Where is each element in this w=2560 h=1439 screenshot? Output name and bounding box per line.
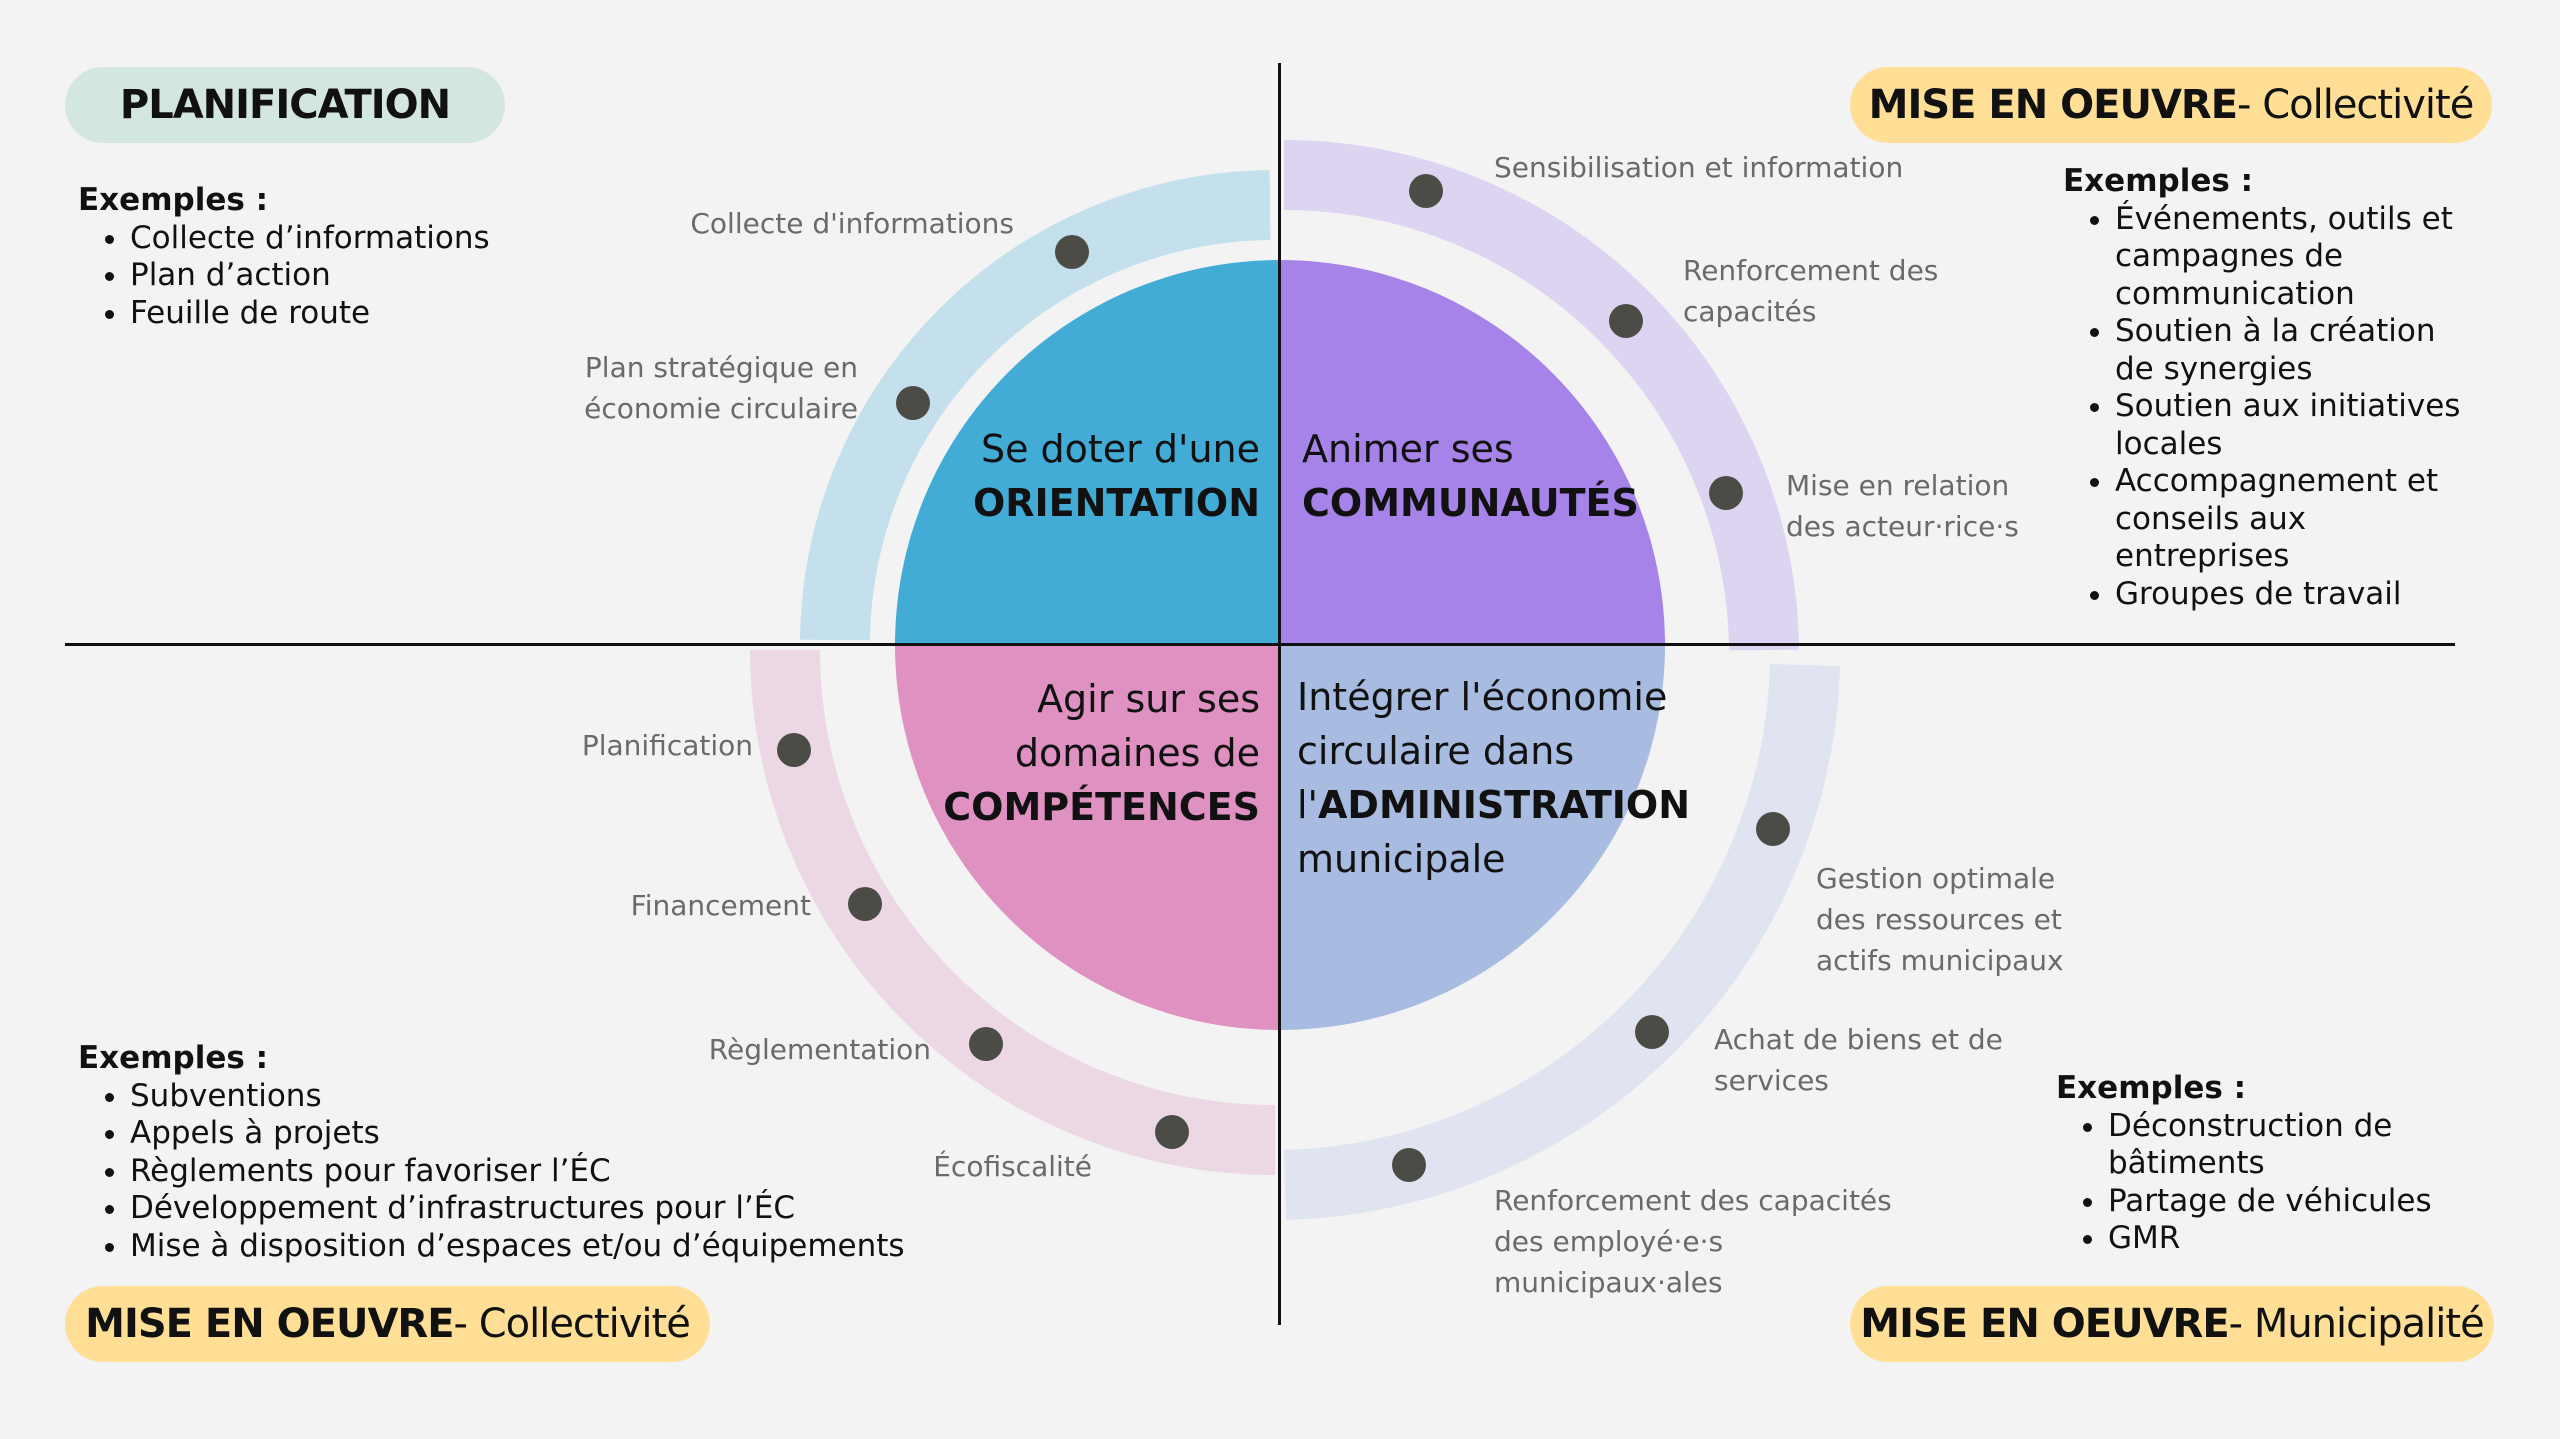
vertical-axis: [1278, 63, 1281, 1325]
horizontal-axis: [65, 643, 2455, 646]
example-item: Feuille de route: [130, 295, 558, 333]
ring-label-renforcement-employes-1: Renforcement des capacités: [1494, 1184, 1892, 1217]
dot-achat: [1635, 1015, 1669, 1049]
center-bold: COMMUNAUTÉS: [1302, 481, 1639, 525]
center-text-communautes: Animer ses COMMUNAUTÉS: [1302, 422, 1639, 530]
ring-label-renforcement-employes-3: municipaux·ales: [1494, 1266, 1723, 1299]
center-text-competences: Agir sur ses domaines de COMPÉTENCES: [943, 672, 1260, 834]
examples-title: Exemples :: [2056, 1070, 2246, 1106]
dot-ecofiscalite: [1155, 1115, 1189, 1149]
dot-plan-strategique: [896, 386, 930, 420]
ring-label-ecofiscalite: Écofiscalité: [933, 1150, 1092, 1183]
example-item: Déconstruction de bâtiments: [2108, 1108, 2476, 1183]
example-item: Événements, outils et campagnes de commu…: [2115, 201, 2483, 314]
example-item: GMR: [2108, 1220, 2476, 1258]
example-item: Subventions: [130, 1078, 978, 1116]
ring-label-mise-en-relation-1: Mise en relation: [1786, 469, 2010, 502]
ring-label-renforcement-employes-2: des employé·e·s: [1494, 1225, 1724, 1258]
center-text-administration: Intégrer l'économie circulaire dans l'AD…: [1297, 670, 1690, 886]
center-line: Agir sur ses: [1037, 677, 1260, 721]
pill-bold: MISE EN OEUVRE: [1860, 1301, 2229, 1347]
quadrant-orientation: [895, 260, 1280, 645]
ring-label-plan-strategique-2: économie circulaire: [584, 392, 858, 425]
pill-bold: PLANIFICATION: [119, 82, 451, 128]
dot-gestion: [1756, 812, 1790, 846]
ring-label-gestion-2: des ressources et: [1816, 903, 2062, 936]
ring-label-collecte: Collecte d'informations: [690, 207, 1014, 240]
example-item: Partage de véhicules: [2108, 1183, 2476, 1221]
pill-mise-en-oeuvre-collectivite-top: MISE EN OEUVRE - Collectivité: [1850, 67, 2492, 143]
examples-title: Exemples :: [78, 182, 268, 218]
examples-planification: Exemples : Collecte d’informations Plan …: [78, 182, 558, 332]
center-bold: ORIENTATION: [972, 481, 1260, 525]
examples-competences: Exemples : Subventions Appels à projets …: [78, 1040, 978, 1265]
center-line: Intégrer l'économie: [1297, 675, 1668, 719]
example-item: Plan d’action: [130, 257, 558, 295]
ring-label-achat-2: services: [1714, 1064, 1829, 1097]
dot-sensibilisation: [1409, 174, 1443, 208]
pill-bold: MISE EN OEUVRE: [85, 1301, 454, 1347]
center-text-orientation: Se doter d'une ORIENTATION: [973, 422, 1260, 530]
examples-administration: Exemples : Déconstruction de bâtiments P…: [2056, 1070, 2476, 1258]
ring-label-gestion-3: actifs municipaux: [1816, 944, 2064, 977]
pill-planification: PLANIFICATION: [65, 67, 505, 143]
quadrant-competences: [895, 645, 1280, 1030]
pill-bold: MISE EN OEUVRE: [1868, 82, 2238, 128]
quadrant-administration: [1280, 645, 1665, 1030]
dot-financement: [848, 887, 882, 921]
example-item: Mise à disposition d’espaces et/ou d’équ…: [130, 1228, 978, 1266]
center-bold: COMPÉTENCES: [943, 785, 1260, 829]
example-item: Développement d’infrastructures pour l’É…: [130, 1190, 978, 1228]
ring-orientation: [800, 170, 1271, 641]
center-prefix: l': [1297, 783, 1319, 827]
quadrant-communautes: [1280, 260, 1665, 645]
ring-label-renforcement-2: capacités: [1683, 295, 1817, 328]
example-item: Collecte d’informations: [130, 220, 558, 258]
example-item: Groupes de travail: [2115, 576, 2483, 614]
example-item: Soutien à la création de synergies: [2115, 313, 2483, 388]
ring-label-gestion-1: Gestion optimale: [1816, 862, 2056, 895]
ring-label-planification: Planification: [581, 729, 753, 762]
example-item: Soutien aux initiatives locales: [2115, 388, 2483, 463]
examples-communautes: Exemples : Événements, outils et campagn…: [2063, 163, 2483, 613]
pill-mise-en-oeuvre-municipalite: MISE EN OEUVRE - Municipalité: [1850, 1286, 2494, 1362]
examples-title: Exemples :: [2063, 163, 2253, 199]
ring-label-financement: Financement: [630, 889, 811, 922]
center-line: domaines de: [1014, 731, 1260, 775]
center-bold: ADMINISTRATION: [1318, 783, 1691, 827]
pill-rest: - Collectivité: [453, 1301, 691, 1347]
center-line: Animer ses: [1302, 427, 1514, 471]
ring-label-mise-en-relation-2: des acteur·rice·s: [1786, 510, 2019, 543]
pill-mise-en-oeuvre-collectivite-bottom: MISE EN OEUVRE - Collectivité: [65, 1286, 710, 1362]
dot-reglementation: [969, 1027, 1003, 1061]
examples-title: Exemples :: [78, 1040, 268, 1076]
ring-label-renforcement-1: Renforcement des: [1683, 254, 1939, 287]
dot-planification: [777, 733, 811, 767]
ring-label-sensibilisation: Sensibilisation et information: [1494, 151, 1904, 184]
dot-collecte: [1055, 235, 1089, 269]
example-item: Règlements pour favoriser l’ÉC: [130, 1153, 978, 1191]
center-line: municipale: [1297, 837, 1506, 881]
ring-label-reglementation: Règlementation: [708, 1033, 931, 1066]
ring-label-achat-1: Achat de biens et de: [1714, 1023, 2003, 1056]
pill-rest: - Collectivité: [2237, 82, 2474, 128]
example-item: Appels à projets: [130, 1115, 978, 1153]
dot-renforcement: [1609, 304, 1643, 338]
ring-label-plan-strategique-1: Plan stratégique en: [584, 351, 858, 384]
pill-rest: - Municipalité: [2228, 1301, 2485, 1347]
center-line: Se doter d'une: [980, 427, 1260, 471]
dot-renforcement-employes: [1392, 1148, 1426, 1182]
center-line: circulaire dans: [1297, 729, 1575, 773]
dot-mise-en-relation: [1709, 476, 1743, 510]
example-item: Accompagnement et conseils aux entrepris…: [2115, 463, 2483, 576]
